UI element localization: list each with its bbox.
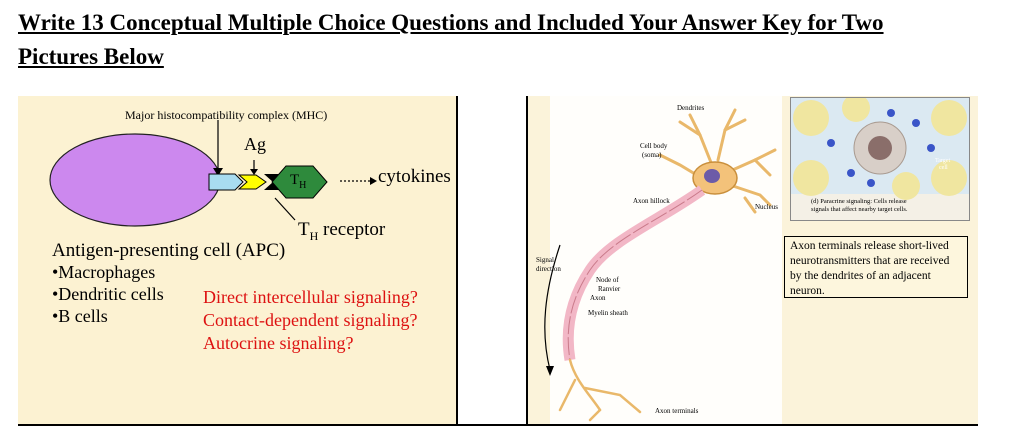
axon-label: Axon bbox=[590, 294, 606, 302]
title-line-1: Write 13 Conceptual Multiple Choice Ques… bbox=[18, 10, 884, 35]
soma-label: (soma) bbox=[642, 151, 662, 159]
target-label: Target bbox=[935, 158, 951, 164]
cell-label: cell bbox=[939, 165, 948, 171]
apc-item-bcells: •B cells bbox=[52, 306, 108, 326]
page-title: Write 13 Conceptual Multiple Choice Ques… bbox=[18, 6, 1008, 74]
nucleus-label: Nucleus bbox=[755, 203, 778, 211]
ag-label: Ag bbox=[244, 134, 266, 154]
antigen bbox=[237, 174, 267, 190]
paracrine-caption-1: (d) Paracrine signaling: Cells release bbox=[811, 198, 907, 205]
cell-body-label: Cell body bbox=[640, 142, 668, 150]
cytokines-label: cytokines bbox=[378, 166, 451, 187]
ranvier-label: Ranvier bbox=[598, 285, 621, 293]
mhc-label: Major histocompatibility complex (MHC) bbox=[125, 108, 328, 122]
dendrites-label: Dendrites bbox=[677, 104, 705, 112]
apc-item-macrophages: •Macrophages bbox=[52, 262, 156, 282]
left-divider bbox=[456, 96, 458, 426]
paracrine-image: Target cell (d) Paracrine signaling: Cel… bbox=[790, 97, 970, 221]
apc-item-dendritic: •Dendritic cells bbox=[52, 284, 164, 304]
axon-hillock-label: Axon hillock bbox=[633, 197, 670, 205]
signal-arrow bbox=[544, 244, 561, 371]
axon-terminals-label: Axon terminals bbox=[655, 407, 699, 415]
th-receptor-label: TH receptor bbox=[298, 219, 386, 243]
right-divider bbox=[526, 96, 528, 426]
myelin-sheath bbox=[562, 185, 706, 361]
neuron-figure-bg bbox=[550, 96, 782, 424]
node-label: Node of bbox=[596, 276, 619, 284]
receptor-pointer bbox=[274, 197, 296, 221]
axon-terminals-note: Axon terminals release short-lived neuro… bbox=[784, 236, 968, 298]
question-autocrine: Autocrine signaling? bbox=[203, 333, 354, 353]
question-contact: Contact-dependent signaling? bbox=[203, 310, 418, 330]
direction-label: direction bbox=[536, 265, 561, 273]
question-direct: Direct intercellular signaling? bbox=[203, 287, 418, 307]
th-cell bbox=[271, 165, 328, 199]
th-label: TH bbox=[290, 172, 307, 191]
title-line-2: Pictures Below bbox=[18, 44, 164, 69]
bottom-rule bbox=[18, 424, 978, 426]
myelin-label: Myelin sheath bbox=[588, 309, 628, 317]
mhc-molecule bbox=[208, 173, 244, 191]
signal-label: Signal bbox=[536, 256, 554, 264]
nucleus bbox=[704, 169, 720, 183]
paracrine-caption-2: signals that affect nearby target cells. bbox=[811, 206, 908, 213]
apc-heading: Antigen-presenting cell (APC) bbox=[52, 240, 286, 261]
